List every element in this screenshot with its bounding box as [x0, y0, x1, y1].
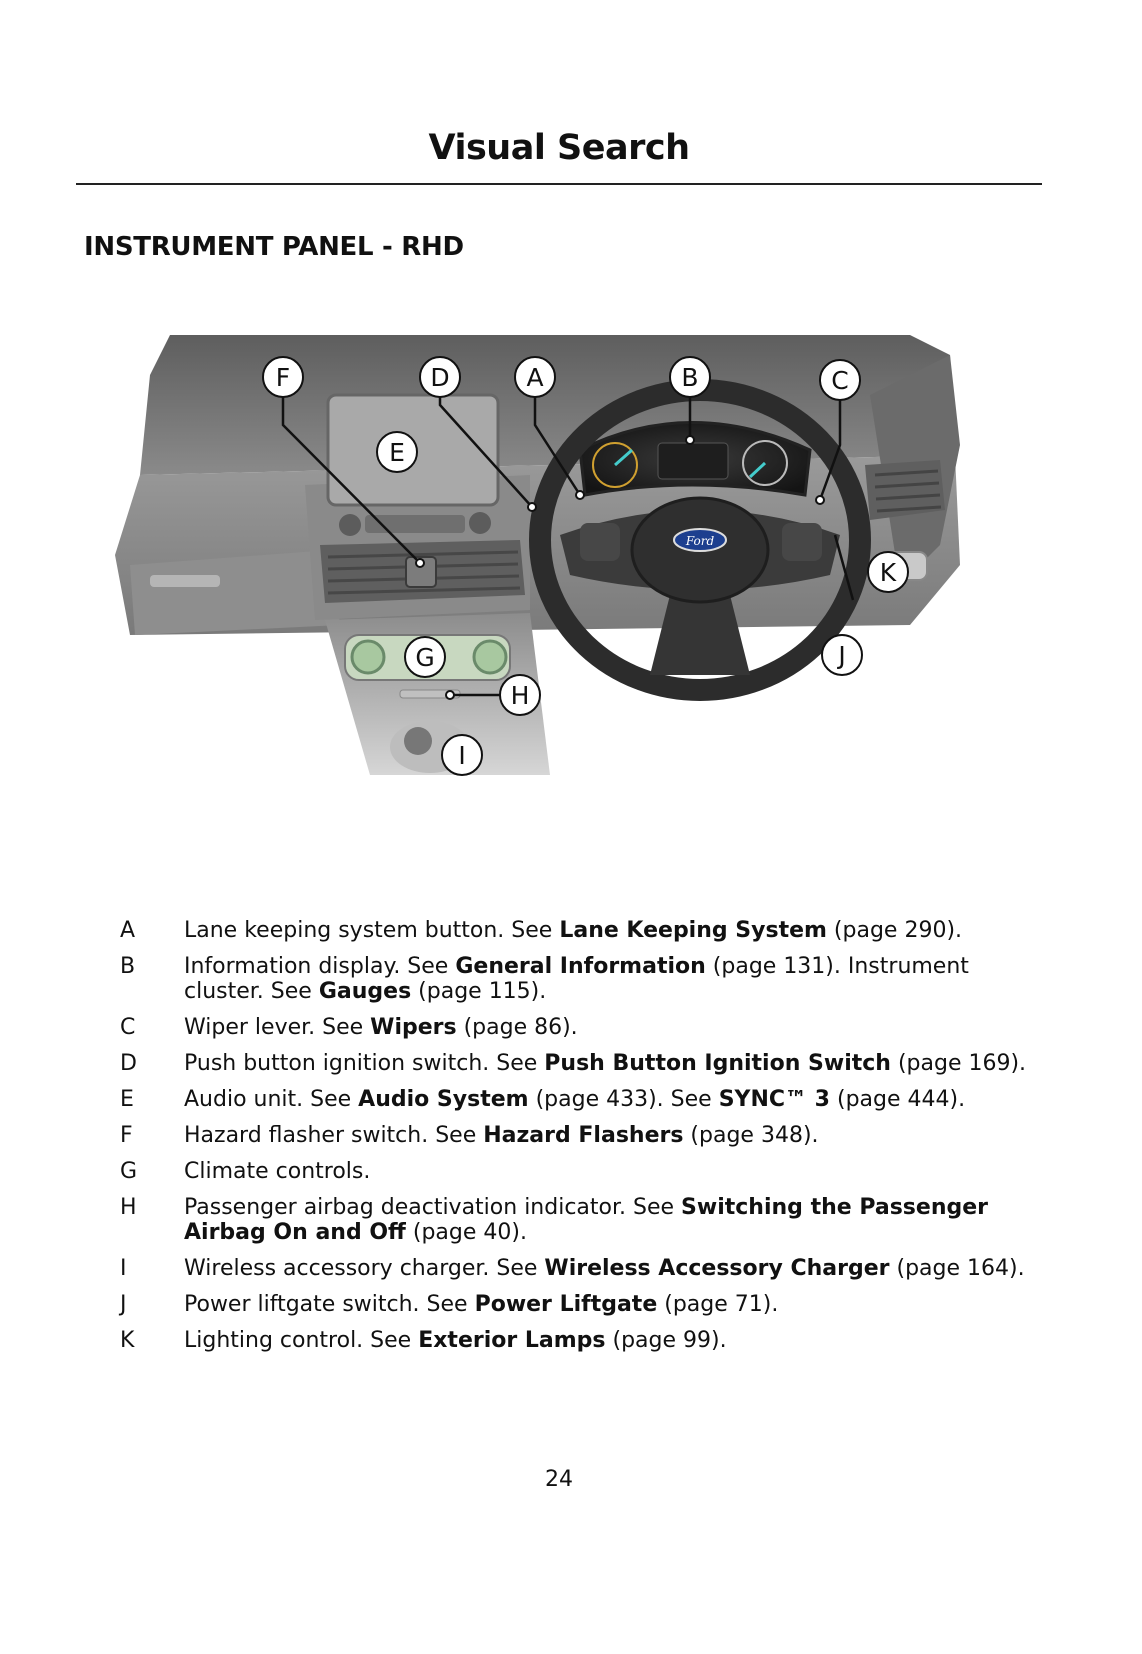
callout-c: C	[820, 360, 860, 400]
svg-text:J: J	[836, 641, 845, 670]
legend-description: Information display. See General Informa…	[184, 954, 1050, 1004]
callout-b: B	[670, 357, 710, 397]
svg-text:G: G	[415, 643, 434, 672]
legend-row-a: A Lane keeping system button. See Lane K…	[110, 918, 1050, 943]
legend-description: Hazard flasher switch. See Hazard Flashe…	[184, 1123, 1050, 1148]
legend-key: A	[110, 918, 184, 943]
cross-reference-title: Gauges	[319, 979, 411, 1004]
svg-text:D: D	[430, 363, 449, 392]
svg-text:C: C	[831, 366, 848, 395]
legend-row-i: I Wireless accessory charger. See Wirele…	[110, 1256, 1050, 1281]
legend-description: Push button ignition switch. See Push Bu…	[184, 1051, 1050, 1076]
legend-row-b: B Information display. See General Infor…	[110, 954, 1050, 1004]
legend-row-d: D Push button ignition switch. See Push …	[110, 1051, 1050, 1076]
legend-key: E	[110, 1087, 184, 1112]
legend-key: B	[110, 954, 184, 1004]
legend-row-j: J Power liftgate switch. See Power Liftg…	[110, 1292, 1050, 1317]
svg-text:I: I	[458, 741, 465, 770]
cross-reference-title: Wipers	[370, 1015, 456, 1040]
glovebox	[130, 550, 340, 635]
callout-k: K	[868, 552, 908, 592]
callout-legend: A Lane keeping system button. See Lane K…	[110, 918, 1050, 1364]
wheel-controls-right	[782, 523, 822, 561]
cross-reference-title: Audio System	[358, 1087, 528, 1112]
legend-row-k: K Lighting control. See Exterior Lamps (…	[110, 1328, 1050, 1353]
legend-key: G	[110, 1159, 184, 1184]
legend-key: H	[110, 1195, 184, 1245]
tune-knob	[469, 512, 491, 534]
legend-description: Climate controls.	[184, 1159, 1050, 1184]
cross-reference-title: SYNC™ 3	[719, 1087, 830, 1112]
callout-g: G	[405, 637, 445, 677]
svg-text:F: F	[276, 363, 290, 392]
legend-description: Lighting control. See Exterior Lamps (pa…	[184, 1328, 1050, 1353]
svg-text:E: E	[389, 438, 405, 467]
callout-e: E	[377, 432, 417, 472]
volume-knob	[339, 514, 361, 536]
legend-key: D	[110, 1051, 184, 1076]
svg-text:H: H	[511, 681, 530, 710]
glovebox-handle	[150, 575, 220, 587]
callout-f: F	[263, 357, 303, 397]
instrument-panel-illustration: Ford F D	[110, 335, 1020, 835]
legend-row-e: E Audio unit. See Audio System (page 433…	[110, 1087, 1050, 1112]
dashboard-drawing: Ford F D	[110, 335, 1020, 835]
legend-description: Wireless accessory charger. See Wireless…	[184, 1256, 1050, 1281]
cross-reference-title: Wireless Accessory Charger	[544, 1256, 889, 1281]
svg-text:B: B	[681, 363, 698, 392]
cross-reference-title: Exterior Lamps	[418, 1328, 605, 1353]
legend-key: F	[110, 1123, 184, 1148]
svg-text:A: A	[526, 363, 543, 392]
callout-i: I	[442, 735, 482, 775]
legend-description: Power liftgate switch. See Power Liftgat…	[184, 1292, 1050, 1317]
cross-reference-title: Hazard Flashers	[483, 1123, 683, 1148]
legend-row-h: H Passenger airbag deactivation indicato…	[110, 1195, 1050, 1245]
legend-row-g: G Climate controls.	[110, 1159, 1050, 1184]
legend-key: J	[110, 1292, 184, 1317]
cross-reference-title: General Information	[455, 954, 705, 979]
gear-knob	[404, 727, 432, 755]
svg-text:Ford: Ford	[685, 534, 715, 548]
legend-description: Wiper lever. See Wipers (page 86).	[184, 1015, 1050, 1040]
page-number: 24	[0, 1467, 1118, 1492]
legend-description: Lane keeping system button. See Lane Kee…	[184, 918, 1050, 943]
legend-key: C	[110, 1015, 184, 1040]
callout-h: H	[500, 675, 540, 715]
callout-a: A	[515, 357, 555, 397]
cross-reference-title: Power Liftgate	[475, 1292, 658, 1317]
climate-dial-left	[352, 641, 384, 673]
legend-row-c: C Wiper lever. See Wipers (page 86).	[110, 1015, 1050, 1040]
legend-key: I	[110, 1256, 184, 1281]
callout-j: J	[822, 635, 862, 675]
wheel-controls-left	[580, 523, 620, 561]
section-heading: INSTRUMENT PANEL - RHD	[84, 232, 464, 262]
legend-row-f: F Hazard flasher switch. See Hazard Flas…	[110, 1123, 1050, 1148]
legend-description: Passenger airbag deactivation indicator.…	[184, 1195, 1050, 1245]
svg-text:K: K	[880, 558, 897, 587]
cross-reference-title: Lane Keeping System	[559, 918, 827, 943]
title-divider	[76, 183, 1042, 185]
callout-d: D	[420, 357, 460, 397]
climate-dial-right	[474, 641, 506, 673]
info-display	[658, 443, 728, 479]
cross-reference-title: Push Button Ignition Switch	[544, 1051, 891, 1076]
legend-description: Audio unit. See Audio System (page 433).…	[184, 1087, 1050, 1112]
legend-key: K	[110, 1328, 184, 1353]
page-title: Visual Search	[0, 128, 1118, 168]
